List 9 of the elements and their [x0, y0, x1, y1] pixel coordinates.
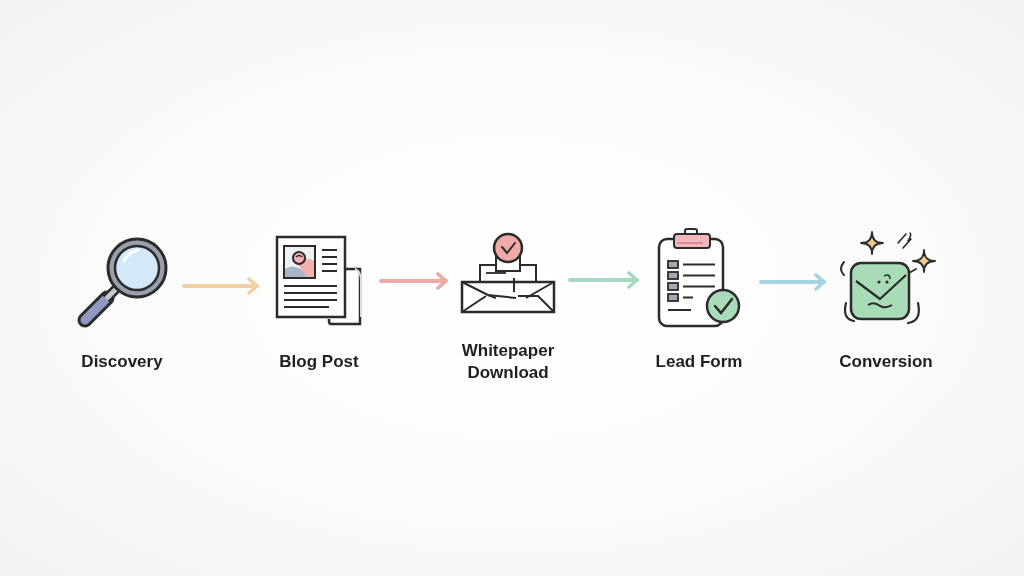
node-label: Lead Form	[655, 351, 743, 373]
arrow	[759, 273, 826, 291]
node-label: Discovery	[81, 351, 163, 373]
arrow	[182, 277, 259, 295]
arrow	[379, 272, 448, 290]
node-label: Whitepaper Download	[460, 340, 556, 384]
arrow	[568, 271, 639, 289]
node-label: Conversion	[839, 351, 933, 373]
node-label: Blog Post	[279, 351, 359, 373]
